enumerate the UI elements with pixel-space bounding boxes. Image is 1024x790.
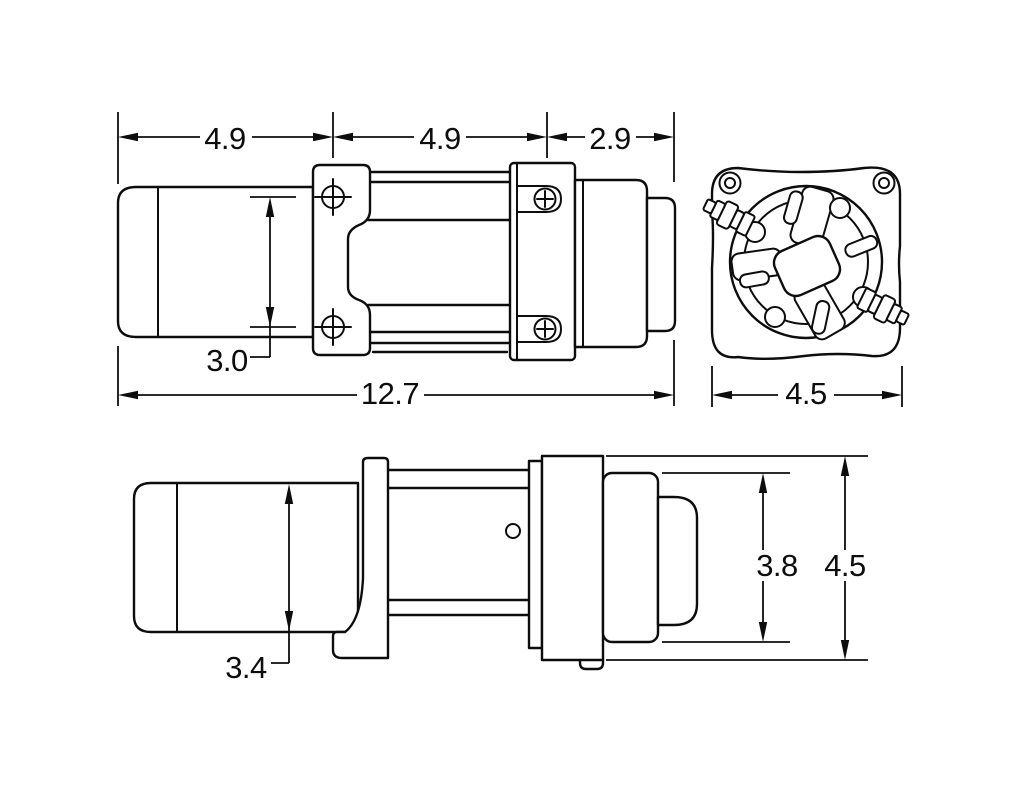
dim-label-motor-length: 4.9 — [204, 121, 246, 156]
drum-and-tie-rods — [386, 468, 532, 617]
arrowhead — [758, 622, 768, 642]
plan-view: 3.4 3.8 4.5 — [132, 454, 868, 685]
slot — [810, 300, 831, 335]
gear-housing — [601, 471, 660, 644]
gear-housing — [573, 178, 649, 349]
dim-label-overall-length: 12.7 — [361, 376, 419, 411]
bracket-plate-box — [540, 454, 605, 662]
slot — [738, 270, 770, 289]
arrowhead — [840, 456, 850, 476]
side-view: 4.9 4.9 2.9 3.0 — [116, 112, 677, 411]
arrowhead — [118, 132, 138, 142]
drum-hole — [829, 197, 851, 219]
dimension-housing-height: 3.8 — [662, 472, 798, 643]
arrowhead — [333, 132, 353, 142]
drum-and-tie-rods — [364, 170, 515, 354]
arrowhead — [313, 132, 333, 142]
terminal-tip — [702, 198, 717, 214]
plate-bolt-right — [872, 171, 896, 195]
arrowhead — [758, 473, 768, 493]
dimension-overall-length: 12.7 — [117, 340, 675, 411]
bracket-bolt-hole-bottom — [314, 308, 352, 346]
arrowhead — [118, 390, 138, 400]
slot — [844, 234, 879, 258]
dimension-bolt-spacing: 3.0 — [206, 196, 296, 378]
motor-housing — [132, 481, 360, 634]
gear-end-cap — [656, 495, 699, 627]
dim-label-motor-diameter: 3.4 — [225, 650, 267, 685]
terminal-upper-left — [702, 198, 756, 237]
motor-housing — [116, 185, 315, 339]
box-bottom-tab — [578, 658, 605, 671]
dim-label-bolt-spacing: 3.0 — [206, 343, 248, 378]
dimension-plate-width: 4.5 — [711, 366, 903, 411]
end-cap — [645, 196, 677, 333]
plate-bolt-left — [718, 171, 742, 195]
dimension-overall-height: 4.5 — [606, 455, 868, 661]
terminal-tip — [895, 310, 910, 326]
mounting-bracket-left — [311, 163, 372, 357]
arrowhead — [654, 390, 674, 400]
dim-label-plate-width: 4.5 — [785, 376, 827, 411]
screw-top — [533, 187, 557, 211]
drum-end-plate — [527, 459, 544, 650]
dim-label-drum-length: 4.9 — [419, 121, 461, 156]
dim-label-overall-height: 4.5 — [824, 548, 866, 583]
mounting-bracket — [331, 456, 390, 660]
arrowhead — [654, 132, 674, 142]
slot — [782, 190, 804, 225]
bolt-center-icon — [878, 177, 890, 189]
bolt-center-icon — [724, 177, 736, 189]
arrowhead — [712, 390, 732, 400]
arrowhead — [840, 640, 850, 660]
dim-label-housing-height: 3.8 — [756, 548, 798, 583]
terminal-lower-right — [856, 287, 910, 326]
dim-label-gear-length: 2.9 — [589, 121, 631, 156]
arrowhead — [527, 132, 547, 142]
end-view: 4.5 — [702, 166, 910, 411]
center-hub — [772, 234, 842, 298]
arrowhead — [882, 390, 902, 400]
arrowhead — [547, 132, 567, 142]
dimension-motor-diameter: 3.4 — [225, 484, 294, 685]
screw-bottom — [533, 317, 557, 341]
dimension-top-chain: 4.9 4.9 2.9 — [117, 112, 675, 184]
drum-hole — [505, 523, 521, 539]
drum-hole — [764, 306, 786, 328]
bracket-bolt-hole-top — [314, 178, 352, 216]
